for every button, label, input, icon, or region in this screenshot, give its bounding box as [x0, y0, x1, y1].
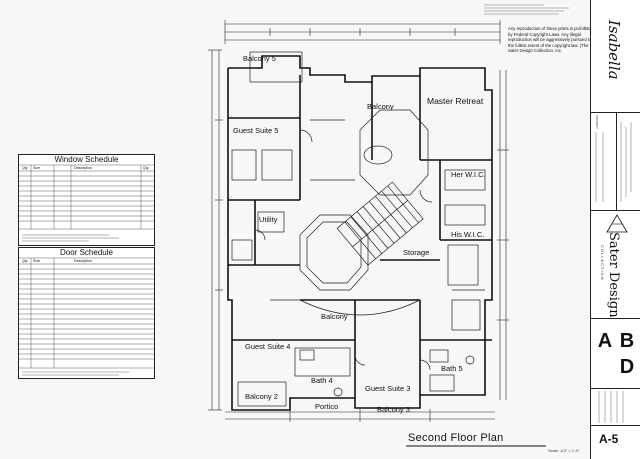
window-schedule-header-qty2: Qty.	[143, 166, 150, 170]
sheet-number: A-5	[599, 432, 619, 446]
room-label-portico: Portico	[315, 402, 339, 411]
plan-title: Second Floor Plan	[408, 432, 504, 444]
window-schedule-grid	[19, 164, 154, 242]
room-label-balcony-mid: Balcony	[321, 312, 348, 321]
room-label-bath-4: Bath 4	[311, 376, 333, 385]
copyright-notice: Any reproduction of these prints is proh…	[508, 26, 594, 54]
room-label-guest-suite-3: Guest Suite 3	[365, 384, 411, 393]
room-label-balcony-2: Balcony 2	[245, 392, 278, 401]
door-schedule-title: Door Schedule	[60, 248, 113, 257]
window-schedule-header-description: Description	[74, 166, 92, 170]
title-block-info-lines	[595, 122, 632, 202]
window-schedule-title: Window Schedule	[54, 155, 119, 164]
header-fine-print-lines	[484, 4, 569, 15]
sheet-letter-a: A	[597, 330, 613, 352]
door-schedule-header-qty: Qty	[22, 259, 28, 263]
room-label-storage: Storage	[403, 248, 430, 257]
company-sub: COLLECTION	[600, 245, 605, 281]
room-label-bath-5: Bath 5	[441, 364, 463, 373]
header-fine-print	[484, 3, 572, 17]
project-name: Isabella	[605, 20, 623, 80]
sheet-letter-b: B	[619, 330, 635, 352]
door-schedule-header-description: Description	[74, 259, 92, 263]
room-label-his-wic: His W.I.C.	[451, 230, 485, 239]
title-block: Isabella PROJECT Sater Design COLLECTION…	[590, 0, 640, 459]
plan-scale: Scale: 1/4" = 1'-0"	[548, 448, 580, 453]
window-schedule-header-size: Size	[33, 166, 40, 170]
room-label-balcony-top: Balcony	[367, 102, 394, 111]
room-label-guest-suite-5: Guest Suite 5	[233, 126, 279, 135]
door-schedule-grid	[19, 257, 154, 376]
room-label-balcony-3: Balcony 3	[377, 405, 410, 414]
window-schedule: Window Schedule Qty Size Description Qty…	[18, 154, 155, 246]
room-label-utility: Utility	[259, 215, 278, 224]
plan-title-underline	[406, 445, 546, 447]
room-label-guest-suite-4: Guest Suite 4	[245, 342, 291, 351]
floor-plan-labels: Balcony 5 Master Retreat Balcony Guest S…	[205, 20, 510, 420]
room-label-master-retreat: Master Retreat	[427, 96, 484, 106]
revision-lines	[598, 391, 624, 423]
company-name: Sater Design	[606, 232, 621, 318]
room-label-her-wic: Her W.I.C.	[451, 170, 486, 179]
company-logo-icon	[606, 214, 628, 233]
room-label-balcony-5: Balcony 5	[243, 54, 276, 63]
door-schedule: Door Schedule Qty Size Description	[18, 247, 155, 379]
sheet-letter-d: D	[619, 356, 635, 378]
window-schedule-header-qty: Qty	[22, 166, 28, 170]
door-schedule-header-size: Size	[33, 259, 40, 263]
